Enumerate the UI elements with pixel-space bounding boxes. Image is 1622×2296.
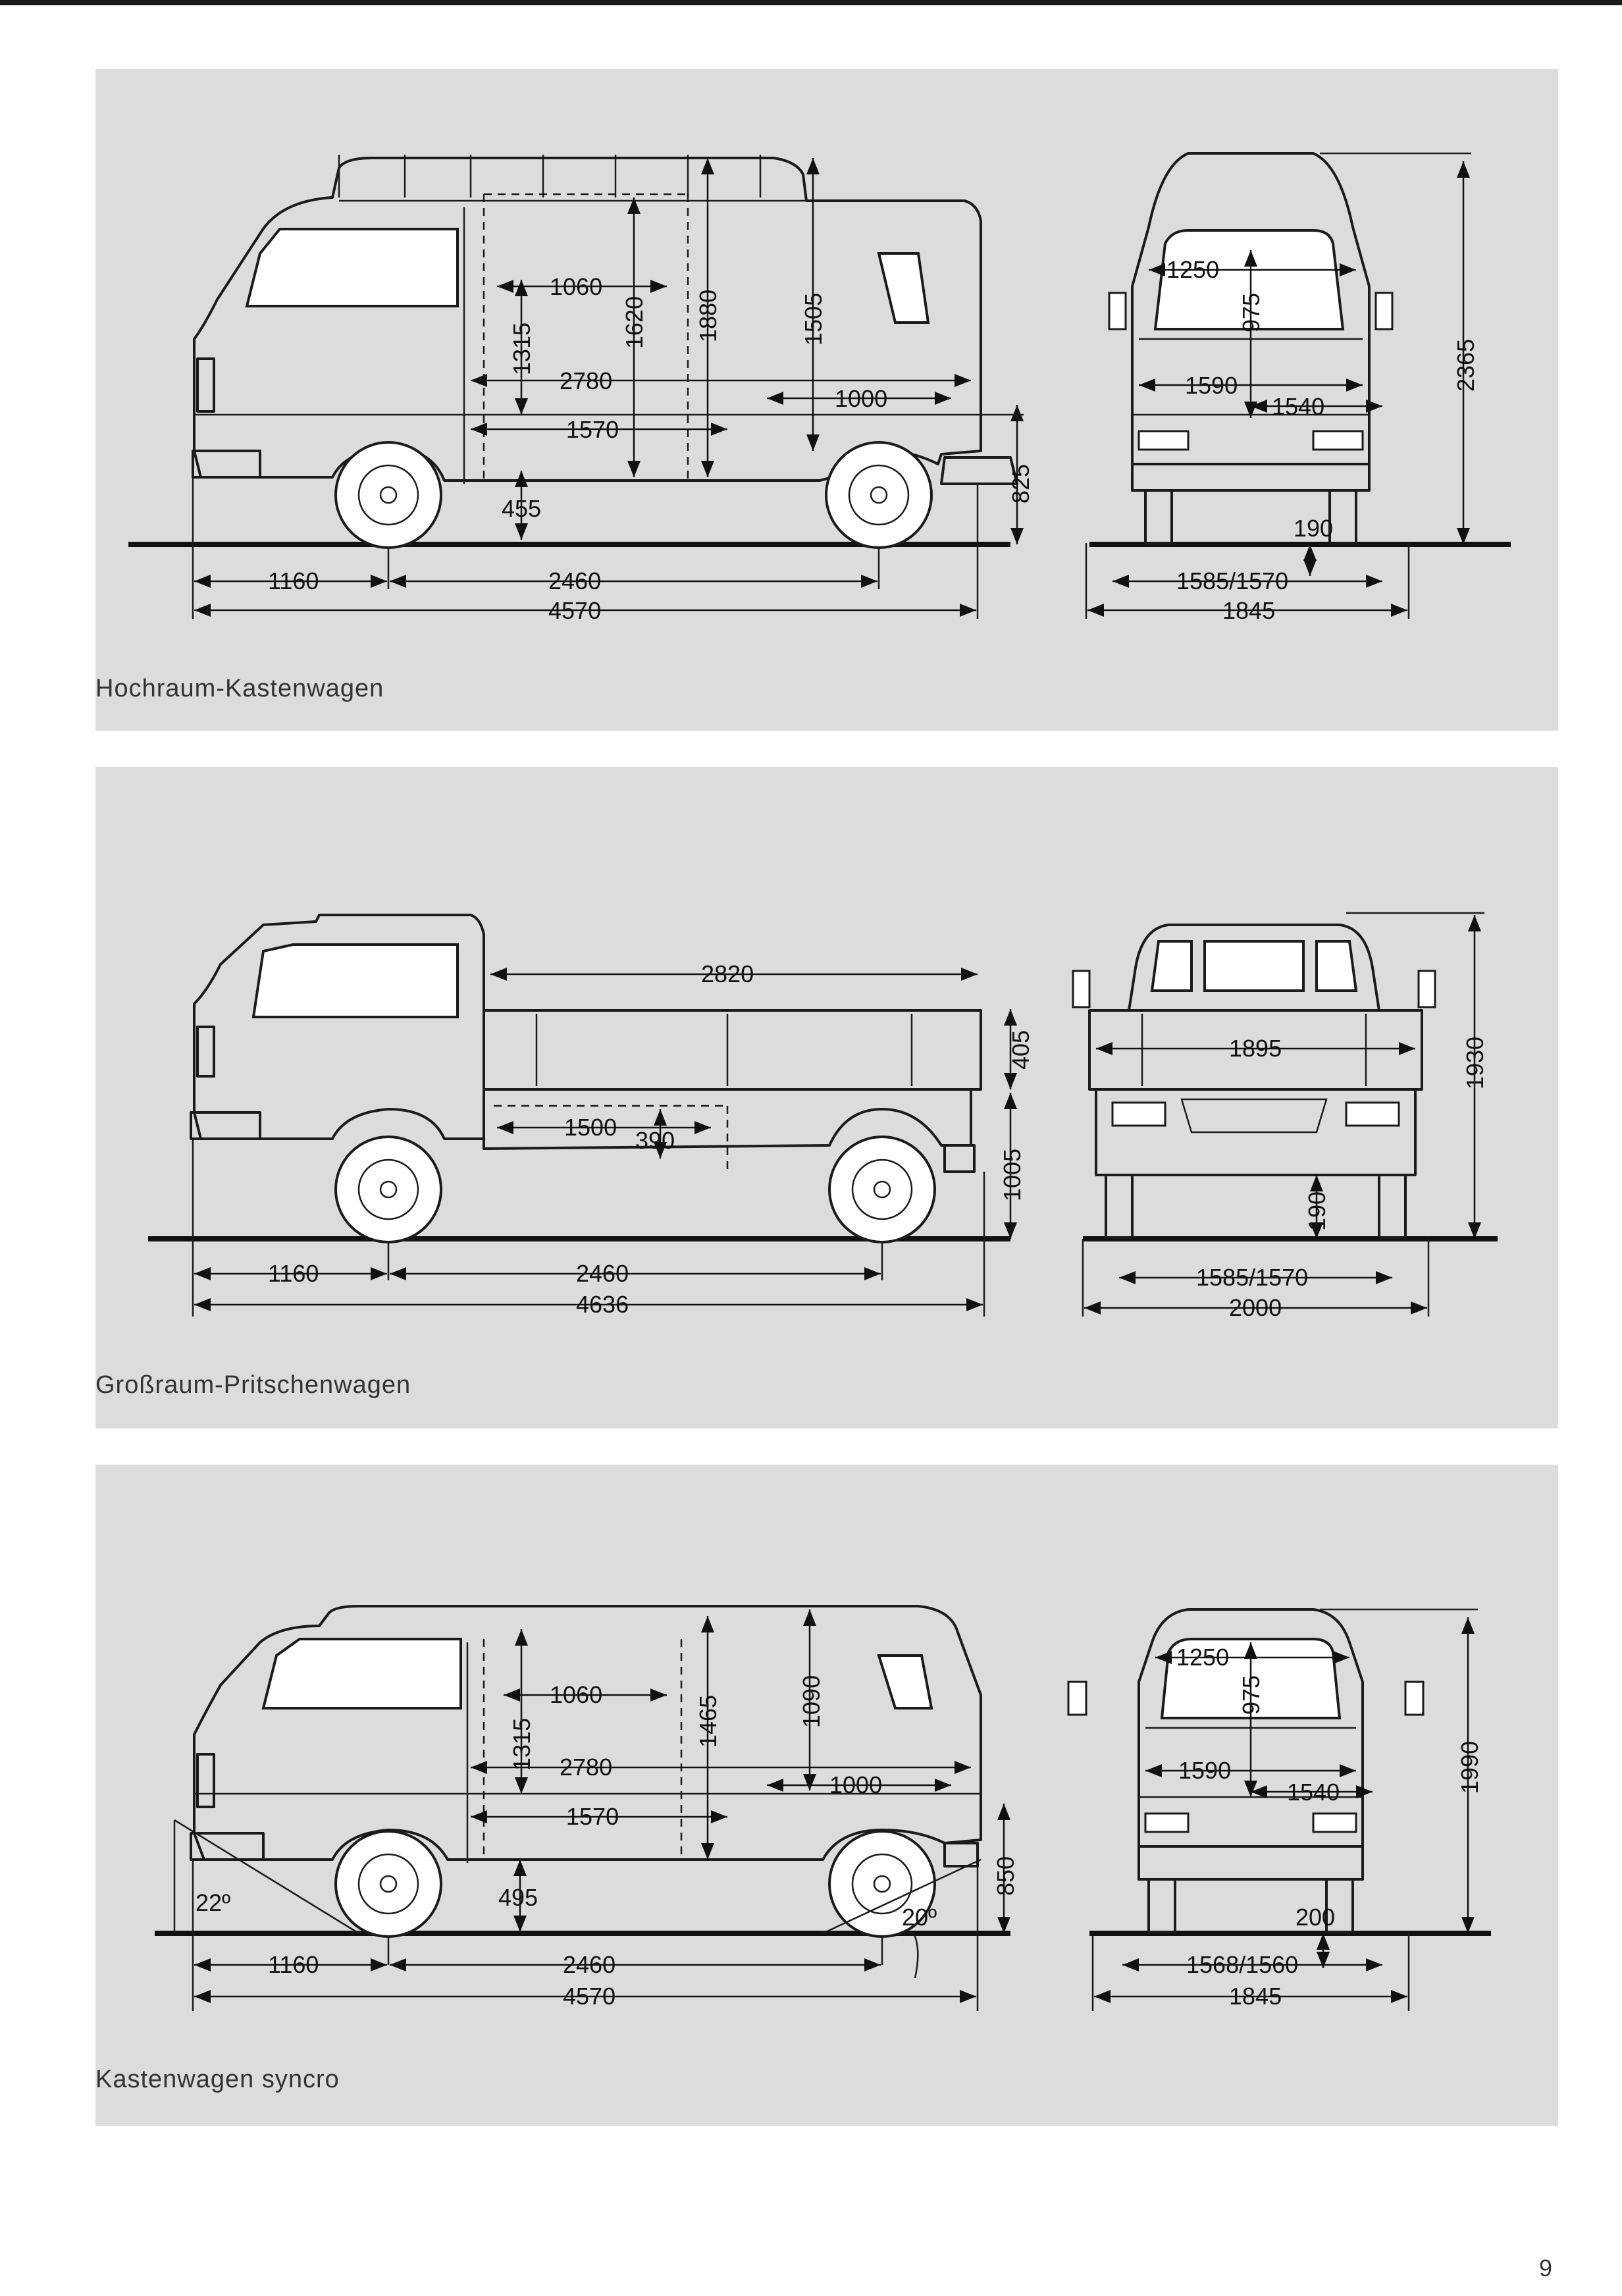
dim-405: 405 [1007, 1030, 1034, 1070]
side-view-van-high-roof [192, 155, 1018, 549]
diagram-hochraum-kastenwagen: 1060 1315 1620 1880 1505 2780 1000 1570 … [128, 152, 1511, 624]
dim-2460: 2460 [563, 1951, 615, 1978]
rear-dimensions: 1250 975 1590 1540 190 2365 1585/1570 18… [1085, 152, 1479, 624]
side-view-van-syncro [190, 1605, 982, 1938]
dim-1845: 1845 [1229, 1983, 1282, 2010]
side-dimensions: 2820 405 1500 390 1005 1160 2460 4636 [192, 960, 1034, 1318]
top-rule [0, 0, 1622, 5]
rear-dimensions: 1895 1930 190 1585/1570 2000 [1082, 912, 1488, 1321]
dim-1315: 1315 [508, 323, 535, 375]
dim-4570: 4570 [563, 1983, 615, 2010]
dim-2000: 2000 [1229, 1294, 1282, 1321]
dim-1540: 1540 [1287, 1779, 1340, 1806]
dim-1000: 1000 [829, 1771, 882, 1798]
dim-1090: 1090 [798, 1675, 825, 1728]
dim-1540: 1540 [1272, 393, 1324, 420]
dim-1990: 1990 [1456, 1741, 1483, 1794]
dim-190: 190 [1294, 515, 1333, 542]
side-dimensions: 1060 1315 1465 1090 2780 1000 1570 495 8… [173, 1609, 1019, 2011]
dim-1570: 1570 [566, 1803, 619, 1830]
page-number: 9 [1539, 2255, 1553, 2282]
panel-kastenwagen-syncro: 1060 1315 1465 1090 2780 1000 1570 495 8… [95, 1465, 1558, 2126]
dim-1465: 1465 [694, 1695, 721, 1748]
dim-975: 975 [1238, 1675, 1265, 1715]
dim-1620: 1620 [621, 296, 648, 349]
dim-1005: 1005 [999, 1149, 1026, 1201]
caption-grossraum-pritschenwagen: Großraum-Pritschenwagen [95, 1371, 411, 1399]
dim-850: 850 [992, 1856, 1019, 1896]
dim-825: 825 [1007, 464, 1034, 504]
dim-1590: 1590 [1178, 1757, 1231, 1784]
dim-200: 200 [1295, 1904, 1335, 1931]
dim-1568-1560: 1568/1560 [1186, 1951, 1298, 1978]
dim-1930: 1930 [1461, 1037, 1488, 1089]
caption-kastenwagen-syncro: Kastenwagen syncro [95, 2066, 340, 2093]
caption-hochraum-kastenwagen: Hochraum-Kastenwagen [95, 675, 384, 702]
dim-1160: 1160 [268, 567, 319, 594]
dim-2460: 2460 [576, 1260, 629, 1287]
dim-1585-1570: 1585/1570 [1176, 567, 1288, 594]
dim-1000: 1000 [835, 385, 887, 412]
dim-1250: 1250 [1166, 256, 1219, 283]
side-dimensions: 1060 1315 1620 1880 1505 2780 1000 1570 … [192, 158, 1034, 624]
dim-1585-1570: 1585/1570 [1196, 1264, 1308, 1291]
dim-1570: 1570 [566, 416, 619, 443]
dim-1160: 1160 [268, 1260, 319, 1287]
dim-1845: 1845 [1222, 597, 1275, 624]
dim-4570: 4570 [548, 597, 601, 624]
dim-1590: 1590 [1185, 372, 1238, 399]
dim-390: 390 [635, 1127, 675, 1154]
dim-1060: 1060 [550, 273, 602, 300]
rear-view-pickup [1072, 924, 1436, 1239]
dim-1895: 1895 [1229, 1035, 1282, 1062]
diagram-kastenwagen-syncro: 1060 1315 1465 1090 2780 1000 1570 495 8… [155, 1605, 1491, 2011]
angle-22: 22º [196, 1889, 230, 1916]
panel-hochraum-kastenwagen: 1060 1315 1620 1880 1505 2780 1000 1570 … [95, 69, 1558, 731]
dim-455: 455 [502, 495, 541, 522]
dim-2780: 2780 [560, 1754, 612, 1781]
dim-1500: 1500 [564, 1114, 617, 1141]
rear-dimensions: 1250 975 1590 1540 200 1990 1568/1560 18… [1091, 1608, 1483, 2011]
dim-975: 975 [1238, 293, 1265, 332]
dim-1880: 1880 [694, 290, 721, 342]
dim-2460: 2460 [548, 567, 601, 594]
dim-1160: 1160 [268, 1951, 319, 1978]
dim-2780: 2780 [560, 367, 612, 394]
angle-20: 20º [902, 1904, 937, 1931]
dim-2365: 2365 [1452, 339, 1479, 392]
dim-190: 190 [1303, 1191, 1330, 1231]
dim-1250: 1250 [1176, 1644, 1229, 1671]
diagram-grossraum-pritschenwagen: 2820 405 1500 390 1005 1160 2460 4636 [148, 912, 1498, 1321]
panel-grossraum-pritschenwagen: 2820 405 1500 390 1005 1160 2460 4636 [95, 767, 1558, 1428]
dim-495: 495 [498, 1884, 538, 1911]
dim-4636: 4636 [576, 1291, 629, 1318]
dim-2820: 2820 [701, 960, 754, 987]
side-view-pickup [190, 914, 982, 1243]
dim-1060: 1060 [550, 1681, 602, 1708]
dim-1505: 1505 [800, 293, 827, 346]
dim-1315: 1315 [508, 1718, 535, 1771]
